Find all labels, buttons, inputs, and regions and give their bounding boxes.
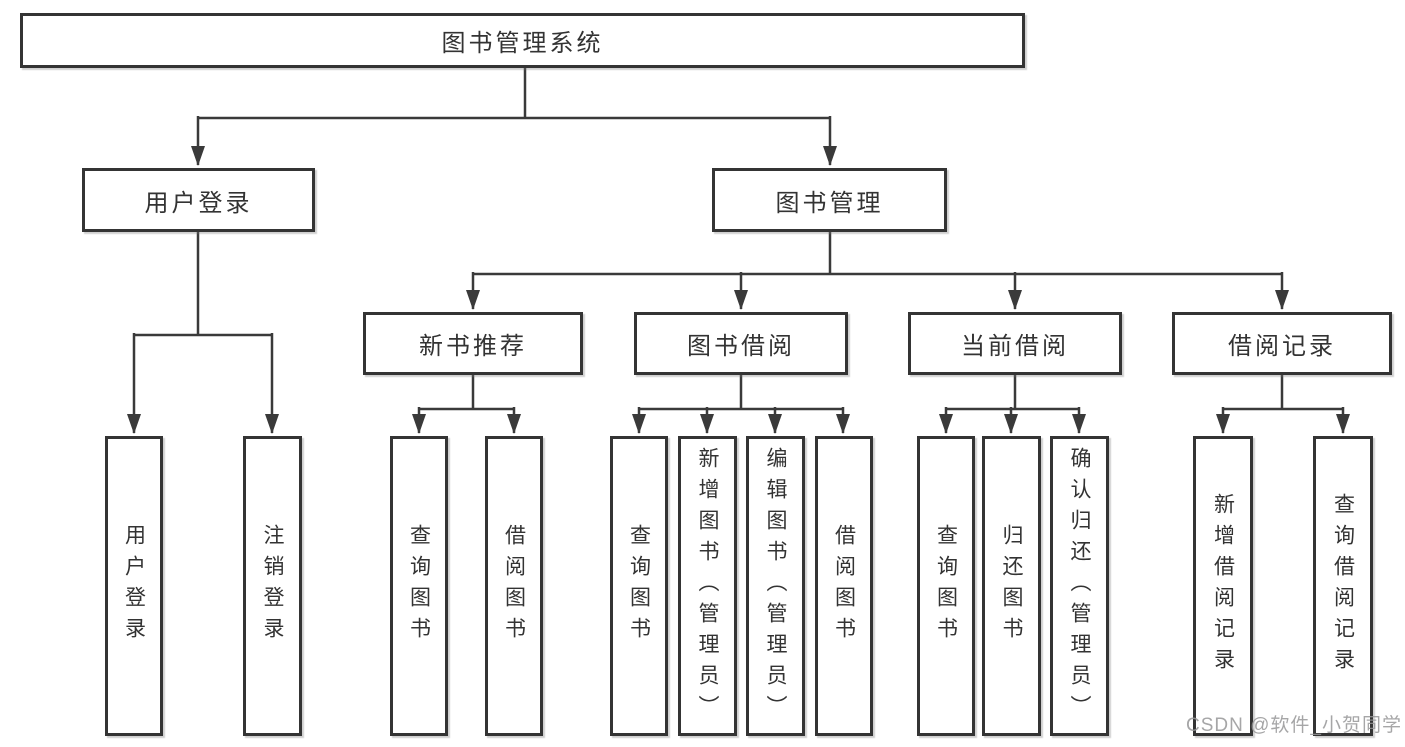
node-book-borrowing: 图书借阅 [634,312,848,375]
leaf-nbr-query-books-label: 查询图书 [407,524,431,648]
leaf-cb-confirm-return-admin: 确认归还（管理员） [1050,436,1109,736]
leaf-cb-confirm-return-admin-label: 确认归还（管理员） [1068,446,1092,726]
leaf-bb-query-books-label: 查询图书 [627,524,651,648]
node-user-login: 用户登录 [82,168,315,232]
leaf-br-add-borrow-record: 新增借阅记录 [1193,436,1253,736]
leaf-cb-return-books: 归还图书 [982,436,1041,736]
node-new-book-recommend: 新书推荐 [363,312,583,375]
leaf-bb-add-books-admin-label: 新增图书（管理员） [696,446,720,726]
node-library-system-label: 图书管理系统 [441,30,604,57]
leaf-user-login: 用户登录 [105,436,163,736]
node-book-management: 图书管理 [712,168,947,232]
node-book-management-label: 图书管理 [775,189,884,217]
node-user-login-label: 用户登录 [144,189,253,217]
leaf-bb-borrow-books-label: 借阅图书 [832,524,856,648]
node-library-system: 图书管理系统 [20,13,1025,68]
node-new-book-recommend-label: 新书推荐 [419,333,527,360]
leaf-cb-query-books-label: 查询图书 [934,524,958,648]
leaf-br-query-borrow-record: 查询借阅记录 [1313,436,1373,736]
leaf-user-login-label: 用户登录 [122,524,146,648]
leaf-bb-edit-books-admin-label: 编辑图书（管理员） [764,446,788,726]
leaf-cb-return-books-label: 归还图书 [1000,524,1024,648]
leaf-nbr-query-books: 查询图书 [390,436,448,736]
leaf-cb-query-books: 查询图书 [917,436,975,736]
leaf-bb-borrow-books: 借阅图书 [815,436,873,736]
leaf-nbr-borrow-books: 借阅图书 [485,436,543,736]
node-book-borrowing-label: 图书借阅 [687,333,795,360]
leaf-logout-login: 注销登录 [243,436,302,736]
node-current-borrowing: 当前借阅 [908,312,1122,375]
leaf-bb-add-books-admin: 新增图书（管理员） [678,436,737,736]
leaf-nbr-borrow-books-label: 借阅图书 [502,524,526,648]
leaf-bb-query-books: 查询图书 [610,436,668,736]
leaf-br-query-borrow-record-label: 查询借阅记录 [1331,493,1355,679]
node-borrow-records-label: 借阅记录 [1228,333,1336,360]
node-borrow-records: 借阅记录 [1172,312,1392,375]
leaf-logout-login-label: 注销登录 [261,524,285,648]
leaf-br-add-borrow-record-label: 新增借阅记录 [1211,493,1235,679]
leaf-bb-edit-books-admin: 编辑图书（管理员） [746,436,805,736]
node-current-borrowing-label: 当前借阅 [961,333,1069,360]
